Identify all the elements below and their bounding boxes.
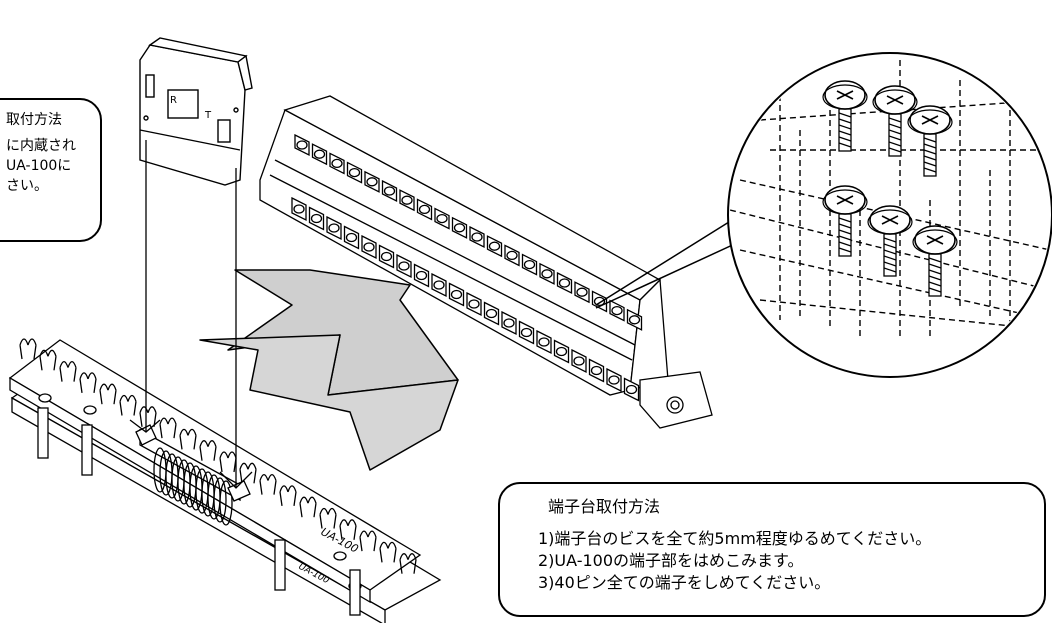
terminal-screw [380,251,393,262]
terminal-screw-detail [822,80,868,152]
terminal-screw [485,308,498,319]
callout-terminal-install: 端子台取付方法 1)端子台のビスを全て約5mm程度ゆるめてください。 2)UA-… [498,482,1046,617]
callout-module-line-2: UA-100に [6,158,72,174]
module-label-r: R [170,95,177,106]
fork-terminal [299,496,317,518]
hidden-edge-line [759,299,1050,331]
terminal-screw [453,223,466,233]
fork-terminal [279,485,297,506]
terminal-screw [366,177,378,187]
terminal-screw [593,296,606,307]
fork-terminal [199,440,217,461]
terminal-screw [558,278,571,288]
terminal-screw [590,365,603,376]
fork-terminal [139,406,157,427]
terminal-screw [573,356,585,366]
terminal-screw [418,204,431,215]
terminal-screw [520,327,533,338]
fork-terminal [399,553,417,574]
terminal-screw [296,140,308,150]
terminal-screw [625,384,638,395]
coil-winding [219,480,233,526]
terminal-screw [436,213,448,224]
fork-terminal [379,541,397,563]
fork-terminal [39,349,57,371]
terminal-screw-detail [867,205,913,277]
fork-terminal [339,519,357,540]
terminal-screw-detail [912,225,958,297]
alignment-lines [129,140,253,489]
terminal-screw [628,315,641,325]
terminal-screw [433,280,445,290]
callout-module-title: 取付方法 [6,112,62,128]
terminal-screw [471,232,483,242]
fork-terminal [119,394,137,416]
callout-terminal-step-2: 2)UA-100の端子部をはめこみます。 [538,551,804,570]
plug-module [139,37,253,186]
fork-terminal [59,360,77,382]
terminal-screw [310,213,323,224]
fork-terminal [319,507,337,529]
zoom-pointer [595,211,753,309]
hidden-edge-line [739,249,1050,321]
fork-terminal [259,473,277,495]
callout-terminal-step-1: 1)端子台のビスを全て約5mm程度ゆるめてください。 [538,529,932,548]
fork-terminal [159,417,177,439]
ua100-board [8,338,442,623]
terminal-screw [506,250,518,261]
terminal-screw [348,167,361,178]
module-label-t: T [204,110,212,121]
terminal-screw [608,375,620,385]
terminal-screw [415,270,428,281]
hidden-edge-line [739,179,1050,251]
terminal-screw [293,204,305,214]
terminal-screw [538,337,550,347]
terminal-screw-detail [822,185,868,257]
terminal-screw [576,287,588,297]
coil-winding [213,477,227,523]
terminal-screw [523,259,536,270]
terminal-screw [555,346,568,357]
fork-terminal [79,372,97,393]
terminal-screw [313,149,326,159]
terminal-screw [363,242,375,252]
terminal-screw [503,318,515,328]
fork-terminal [99,383,117,405]
terminal-screw [468,299,480,309]
terminal-screw [611,305,623,316]
terminal-screw-detail [907,105,953,177]
fork-terminal [239,462,257,484]
fork-terminal [179,428,197,450]
callout-terminal-step-3: 3)40ピン全ての端子をしめてください。 [538,573,831,592]
terminal-screw [488,241,501,251]
magnifier-circle [727,52,1052,378]
terminal-screw-detail [872,85,918,157]
terminal-block [259,95,713,429]
callout-module-line-1: に内蔵され [6,138,76,154]
terminal-screw [328,223,340,233]
terminal-screw [541,269,553,279]
terminal-screw [401,195,413,205]
terminal-screw [345,232,358,243]
insertion-arrow [199,269,459,471]
board-connector-left [135,424,157,446]
terminal-screw [398,261,410,271]
terminal-screw [383,186,396,196]
fork-terminal [359,530,377,552]
callout-module-install: 取付方法 に内蔵され UA-100に さい。 [0,98,102,242]
fork-terminal [19,338,37,360]
fork-terminal [219,451,237,473]
terminal-screw [331,158,343,169]
callout-terminal-title: 端子台取付方法 [548,497,661,516]
terminal-screw [450,289,463,300]
callout-module-line-3: さい。 [6,178,48,194]
